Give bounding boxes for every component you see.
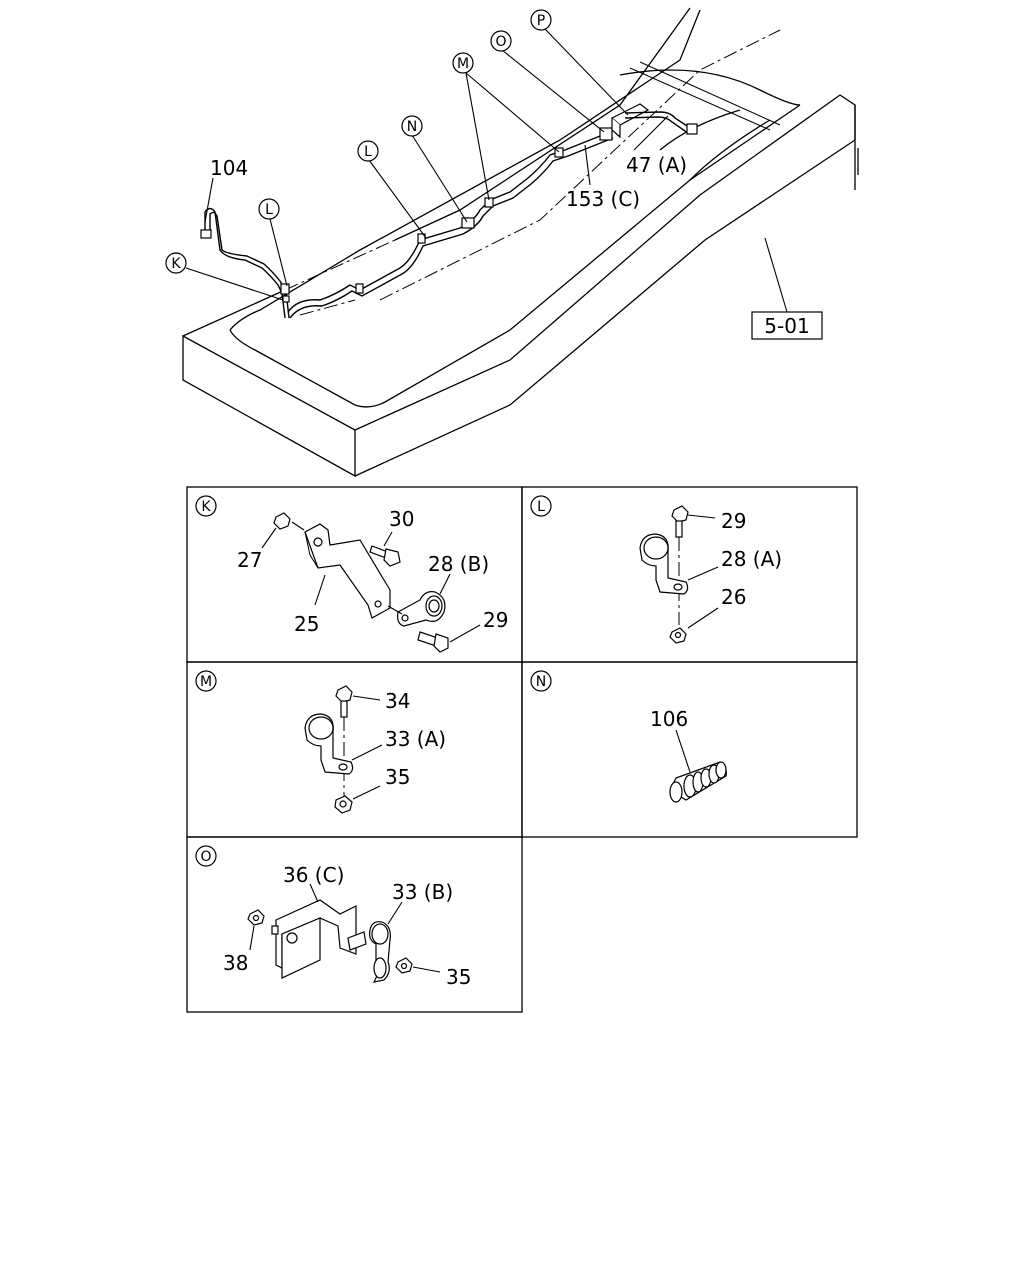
callout-o-letter: O [495,34,506,50]
callout-k: K [165,252,187,274]
callout-m: M [452,52,474,74]
detail-o-letter: O [200,849,211,865]
label-153c: 153 (C) [566,187,640,211]
clamp-mark-k [280,283,290,295]
label-o-36c: 36 (C) [283,863,344,887]
label-o-33b: 33 (B) [392,880,453,904]
callout-l-left: L [258,198,280,220]
label-m-33a: 33 (A) [385,727,446,751]
callout-p: P [530,9,552,31]
nut-27 [273,512,291,530]
label-n-106: 106 [650,707,688,731]
label-k-27: 27 [237,548,262,572]
detail-k-letter: K [201,499,211,515]
chassis-frame [182,7,859,478]
joint-106 [669,761,727,803]
label-k-25: 25 [294,612,319,636]
overview-leaders [185,28,788,313]
callout-n: N [401,115,423,137]
label-o-38: 38 [223,951,248,975]
reference-box: 5-01 [751,311,823,340]
callout-l-right: L [357,140,379,162]
callout-n-letter: N [407,119,417,135]
label-o-35: 35 [446,965,471,989]
callout-m-letter: M [457,56,469,72]
bracket-25 [304,523,391,619]
callout-l-right-letter: L [364,144,372,160]
detail-n-letter: N [536,674,546,690]
detail-o: O 36 (C) 33 (B) 38 35 [195,845,471,989]
detail-n: N 106 [530,670,727,803]
bolt-34-m [335,685,353,703]
detail-m: M 34 33 (A) 35 [195,670,446,814]
label-l-29: 29 [721,509,746,533]
bracket-36c [275,899,357,969]
overview-callouts: K L L N M O P [165,9,552,274]
label-l-28a: 28 (A) [721,547,782,571]
label-l-26: 26 [721,585,746,609]
callout-o: O [490,30,512,52]
callout-k-letter: K [171,256,181,272]
detail-m-letter: M [200,674,212,690]
callout-l-left-letter: L [265,202,273,218]
bolt-29-l [671,505,689,523]
label-m-34: 34 [385,689,410,713]
stud-bolt [347,931,367,951]
label-k-30: 30 [389,507,414,531]
reference-box-label: 5-01 [764,314,809,338]
joint-mark-n [461,217,475,229]
label-k-28b: 28 (B) [428,552,489,576]
label-m-35: 35 [385,765,410,789]
detail-k: K 30 27 28 (B) 25 29 [195,495,508,653]
detail-l: L 29 28 (A) 26 [530,495,782,644]
detail-l-letter: L [537,499,545,515]
fuel-pipe-route [200,103,698,319]
detail-grid [186,486,858,1013]
label-104: 104 [210,156,248,180]
label-47a: 47 (A) [626,153,687,177]
label-k-29: 29 [483,608,508,632]
callout-p-letter: P [537,13,545,29]
